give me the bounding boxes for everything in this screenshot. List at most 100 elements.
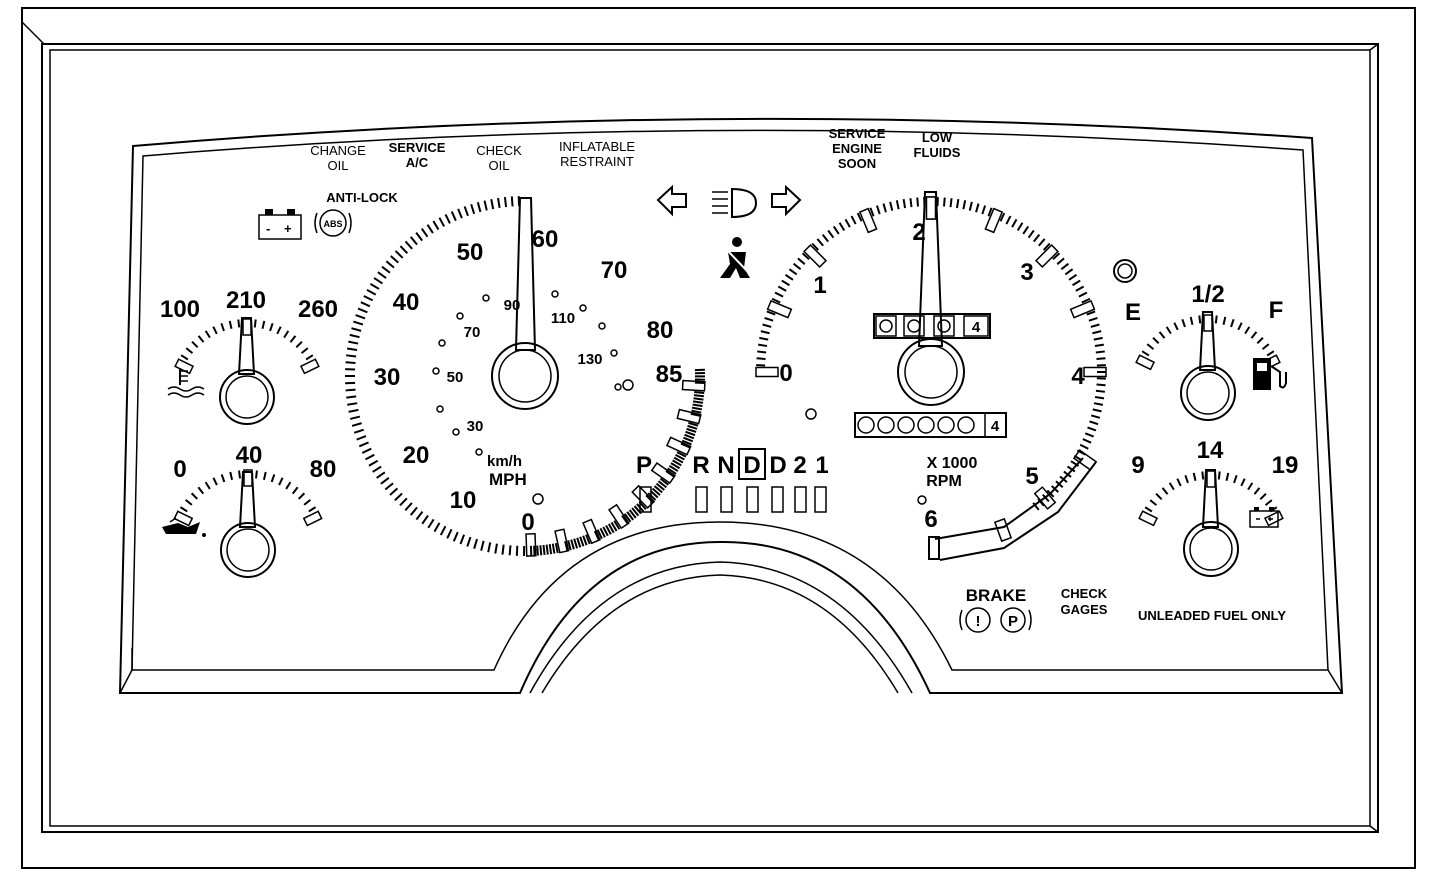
rpm-label: 1 bbox=[813, 272, 826, 299]
tick-mark bbox=[427, 518, 435, 529]
tick-mark bbox=[675, 453, 685, 461]
kmh-label: 130 bbox=[577, 351, 602, 368]
low-fluids-line2: FLUIDS bbox=[914, 145, 961, 160]
kmh-label: 50 bbox=[447, 369, 464, 386]
tick-mark bbox=[536, 545, 539, 556]
svg-text:ABS: ABS bbox=[323, 219, 342, 229]
tick-mark bbox=[672, 459, 682, 467]
tick-mark bbox=[190, 492, 198, 500]
outer-frame bbox=[21, 7, 1416, 869]
change-oil-line2: OIL bbox=[328, 158, 349, 173]
tick-mark bbox=[777, 285, 787, 292]
tick-mark bbox=[204, 330, 211, 339]
tick-mark bbox=[599, 527, 606, 538]
tick-mark bbox=[1005, 215, 1012, 225]
tick-mark bbox=[394, 250, 404, 259]
tick-mark bbox=[483, 200, 488, 211]
tick-mark bbox=[1089, 420, 1099, 426]
tick-mark bbox=[1086, 310, 1096, 316]
tick-mark bbox=[381, 265, 391, 274]
tick-mark bbox=[347, 402, 358, 406]
tick-mark bbox=[856, 212, 863, 222]
tick-mark bbox=[348, 340, 359, 345]
tick-mark bbox=[373, 277, 383, 285]
tick-mark bbox=[1250, 331, 1258, 339]
tick-mark bbox=[605, 524, 612, 535]
coolant-temp-gauge: 100 210 260 bbox=[160, 287, 338, 425]
low-fluids-line1: LOW bbox=[922, 130, 953, 145]
svg-text:E: E bbox=[1125, 299, 1141, 326]
tick-mark bbox=[185, 347, 194, 354]
tick-mark bbox=[220, 323, 225, 332]
tachometer: 0 1 2 3 4 5 6 X 1000 RPM 4 bbox=[755, 191, 1107, 561]
mph-label: 0 bbox=[521, 509, 534, 536]
tick-mark bbox=[262, 471, 267, 481]
tick-mark bbox=[803, 244, 828, 269]
tick-mark bbox=[1161, 487, 1169, 495]
tick-mark bbox=[191, 340, 199, 349]
tick-mark bbox=[212, 326, 218, 335]
tick-mark bbox=[1266, 350, 1275, 357]
tick-mark bbox=[300, 347, 309, 354]
service-ac-line1: SERVICE bbox=[389, 140, 446, 155]
tick-mark bbox=[564, 540, 569, 552]
svg-text:260: 260 bbox=[298, 296, 338, 323]
service-engine-line1: SERVICE bbox=[829, 126, 886, 141]
tick-mark bbox=[1075, 285, 1085, 292]
seatbelt-icon bbox=[720, 237, 750, 278]
tick-mark bbox=[821, 233, 830, 243]
gear-2: 2 bbox=[793, 452, 806, 479]
tick-mark bbox=[1081, 297, 1091, 304]
tick-mark bbox=[1095, 389, 1105, 393]
tick-mark bbox=[788, 268, 798, 276]
tick-mark bbox=[255, 470, 258, 479]
tick-mark bbox=[628, 509, 637, 519]
tick-mark bbox=[285, 481, 292, 490]
svg-text:+: + bbox=[284, 221, 292, 236]
tick-mark bbox=[688, 421, 699, 427]
mph-label: 85 bbox=[656, 361, 683, 388]
tick-mark bbox=[655, 482, 665, 491]
tick-mark bbox=[760, 330, 770, 335]
tick-mark bbox=[229, 471, 234, 481]
tick-mark bbox=[450, 211, 457, 222]
tick-mark bbox=[554, 528, 570, 554]
tick-mark bbox=[567, 540, 572, 551]
tick-mark bbox=[551, 543, 556, 554]
tick-mark bbox=[685, 430, 696, 437]
tick-mark bbox=[1237, 322, 1243, 331]
tick-mark bbox=[542, 544, 546, 556]
tick-mark bbox=[757, 343, 768, 348]
tick-mark bbox=[668, 464, 679, 472]
tick-mark bbox=[476, 202, 482, 213]
tick-mark bbox=[602, 526, 609, 537]
tick-mark bbox=[1155, 492, 1163, 501]
tick-mark bbox=[694, 391, 705, 394]
tick-mark bbox=[380, 477, 390, 485]
tick-mark bbox=[1032, 502, 1040, 511]
mph-label: 40 bbox=[393, 289, 420, 316]
tick-mark bbox=[1214, 315, 1218, 324]
tick-mark bbox=[755, 366, 779, 378]
tick-mark bbox=[356, 435, 367, 441]
tick-mark bbox=[626, 511, 634, 521]
tick-mark bbox=[875, 205, 881, 215]
tick-mark bbox=[792, 262, 802, 271]
trip-odometer: 4 bbox=[873, 313, 991, 339]
rpm-multiplier: X 1000 bbox=[927, 455, 978, 472]
kmh-label: 70 bbox=[464, 324, 481, 341]
tick-mark bbox=[756, 357, 766, 360]
mph-label: 70 bbox=[601, 257, 628, 284]
tick-mark bbox=[365, 453, 375, 461]
tick-mark bbox=[1144, 506, 1153, 513]
tick-mark bbox=[283, 330, 290, 339]
tick-mark bbox=[289, 335, 297, 343]
tick-mark bbox=[1189, 316, 1194, 325]
tick-mark bbox=[686, 427, 697, 433]
tick-mark bbox=[687, 424, 698, 430]
tick-mark bbox=[1138, 510, 1159, 527]
tick-mark bbox=[363, 295, 374, 302]
tick-mark bbox=[291, 486, 299, 495]
tick-mark bbox=[308, 506, 317, 513]
